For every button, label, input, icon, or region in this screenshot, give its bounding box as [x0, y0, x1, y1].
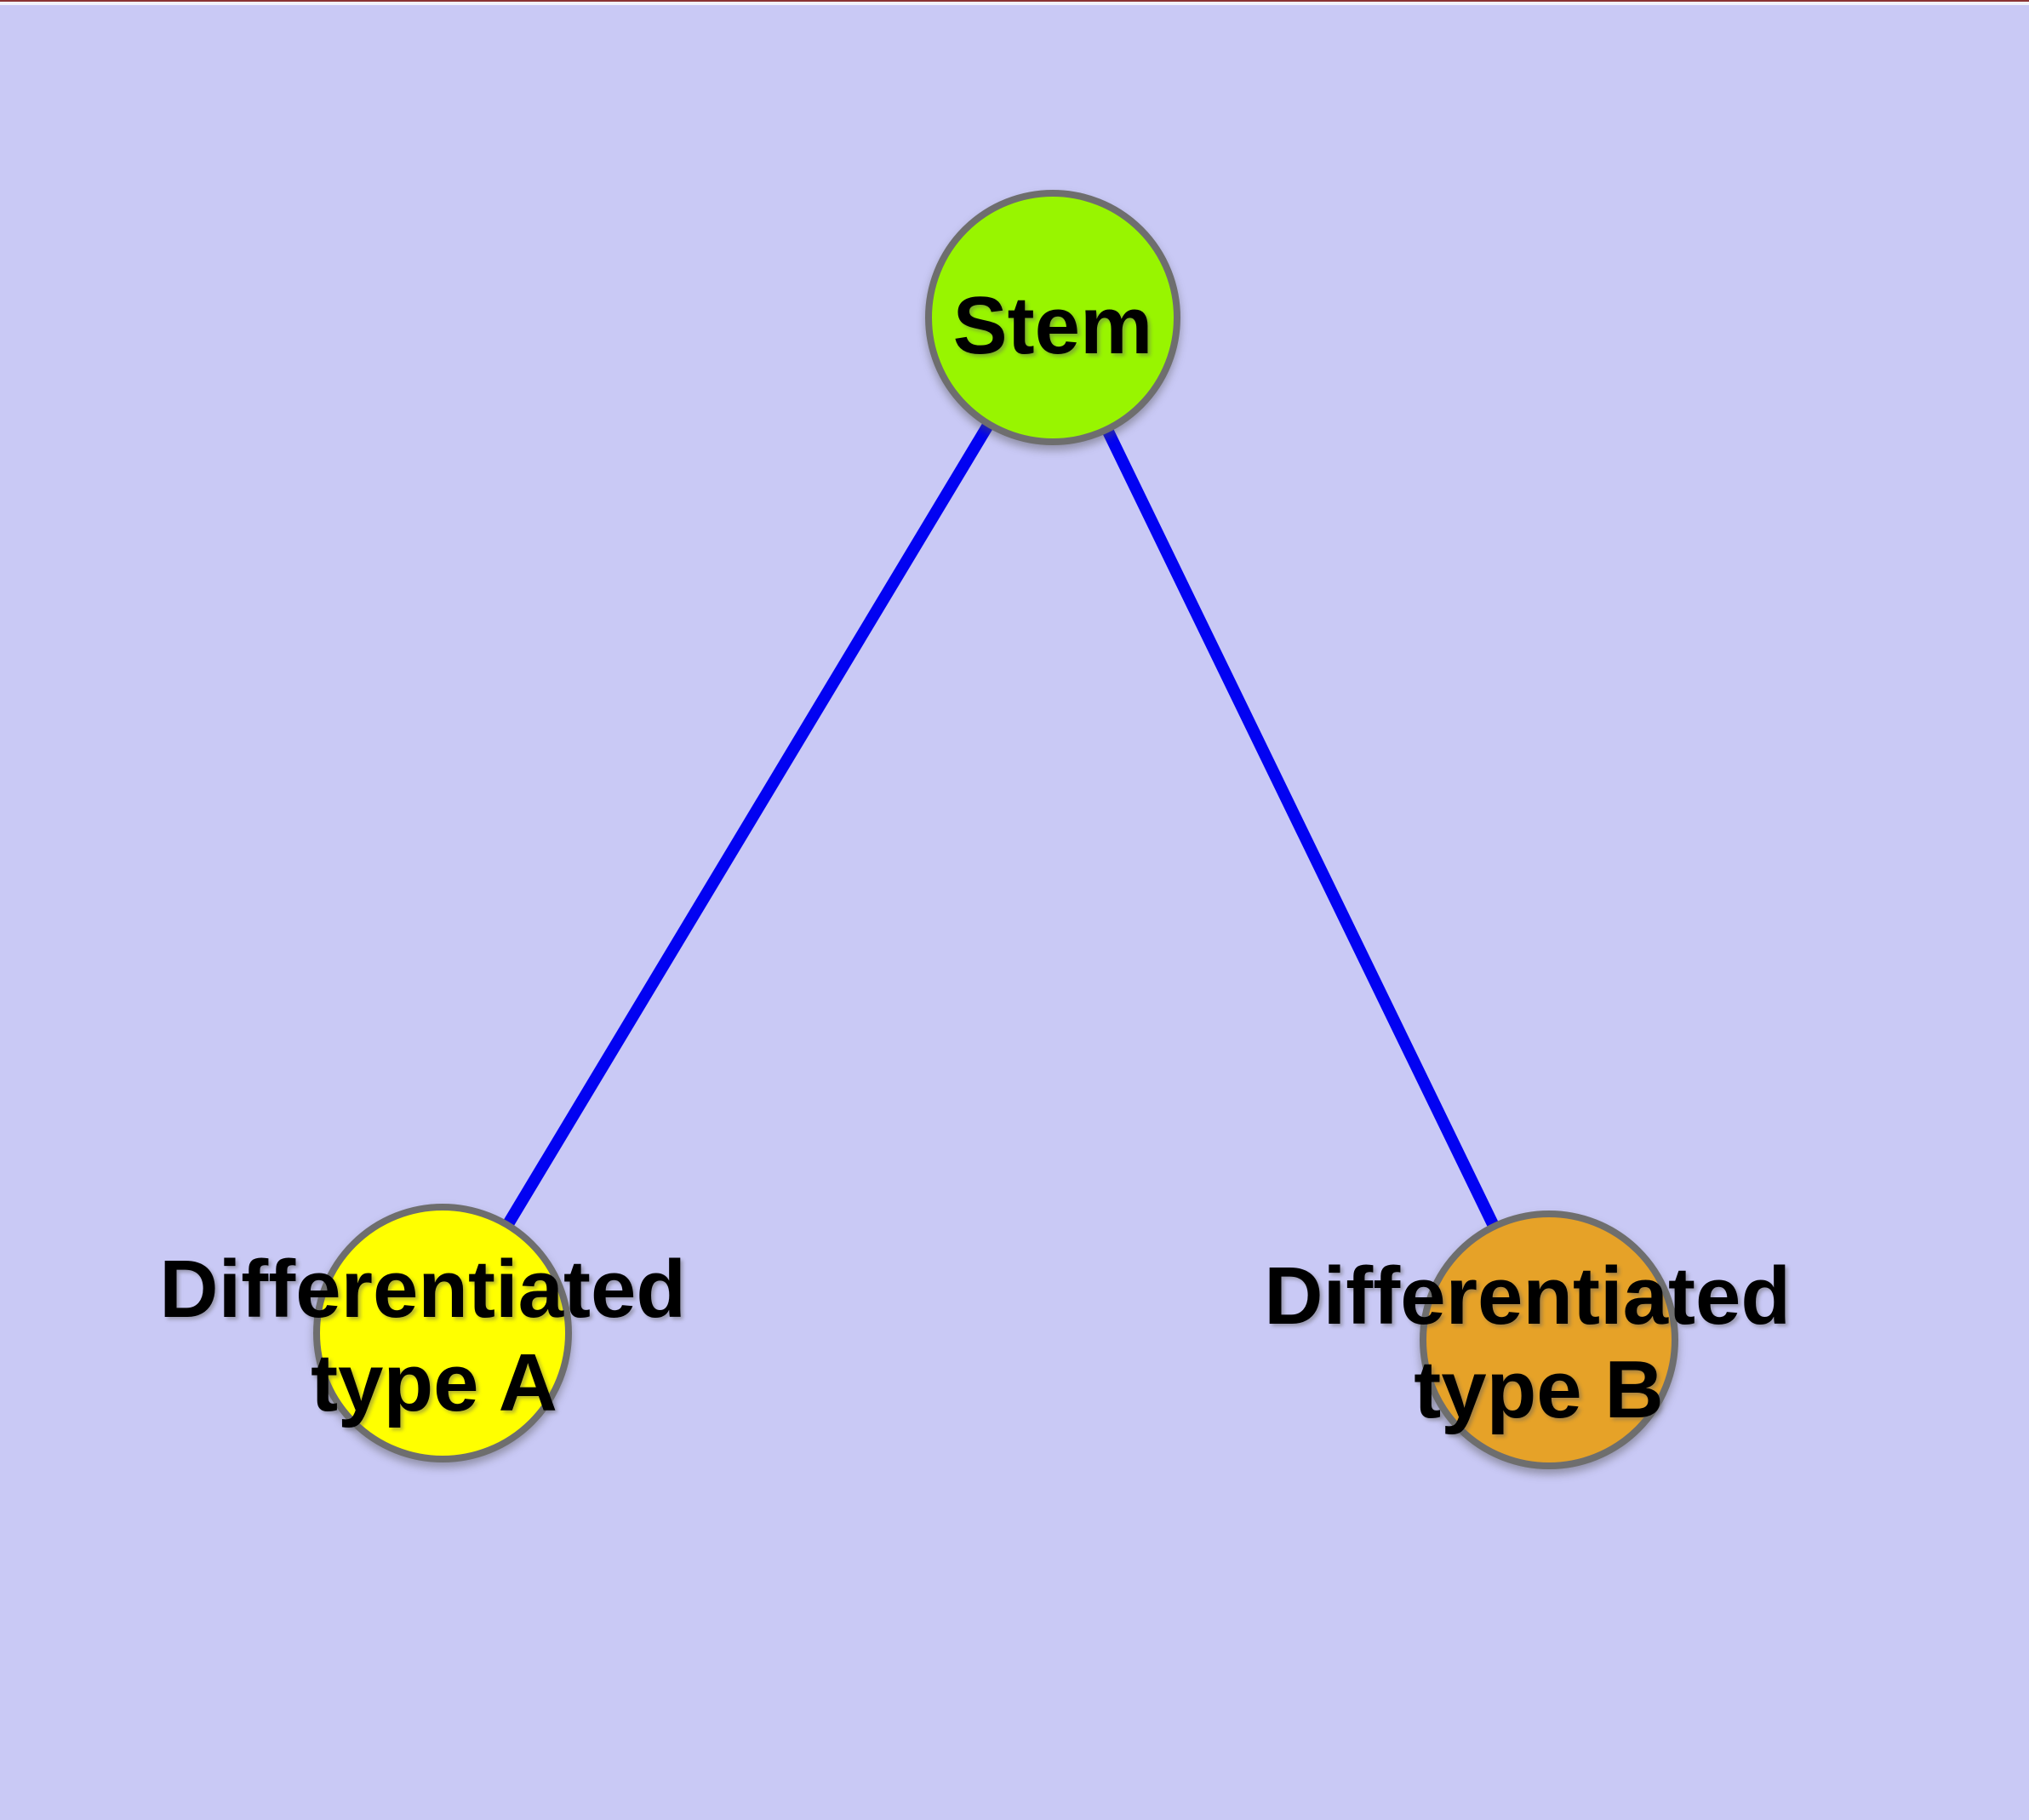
node-differentiated-type-b: Differentiated type B [1264, 1210, 1813, 1469]
type-a-label-line1: Differentiated [159, 1244, 686, 1335]
type-a-node-circle [313, 1204, 572, 1462]
type-a-label-line2: type A [311, 1337, 557, 1428]
type-b-label-line2: type B [1414, 1344, 1663, 1435]
edge-stem-to-type-b [1047, 314, 1555, 1343]
node-stem: Stem [925, 190, 1180, 445]
type-b-node-circle [1420, 1210, 1678, 1469]
stem-node-label: Stem [953, 280, 1153, 371]
type-a-node-label: Differentiated type A [159, 1244, 708, 1428]
stem-node-circle [925, 190, 1180, 445]
edges [437, 314, 1555, 1343]
node-differentiated-type-a: Differentiated type A [159, 1204, 708, 1462]
edge-stem-to-type-a [437, 314, 1058, 1336]
type-b-node-label: Differentiated type B [1264, 1251, 1813, 1435]
window-top-edge-light-line [0, 2, 2029, 5]
type-b-label-line1: Differentiated [1264, 1251, 1791, 1342]
window-top-edge-dark-line [0, 0, 2029, 2]
